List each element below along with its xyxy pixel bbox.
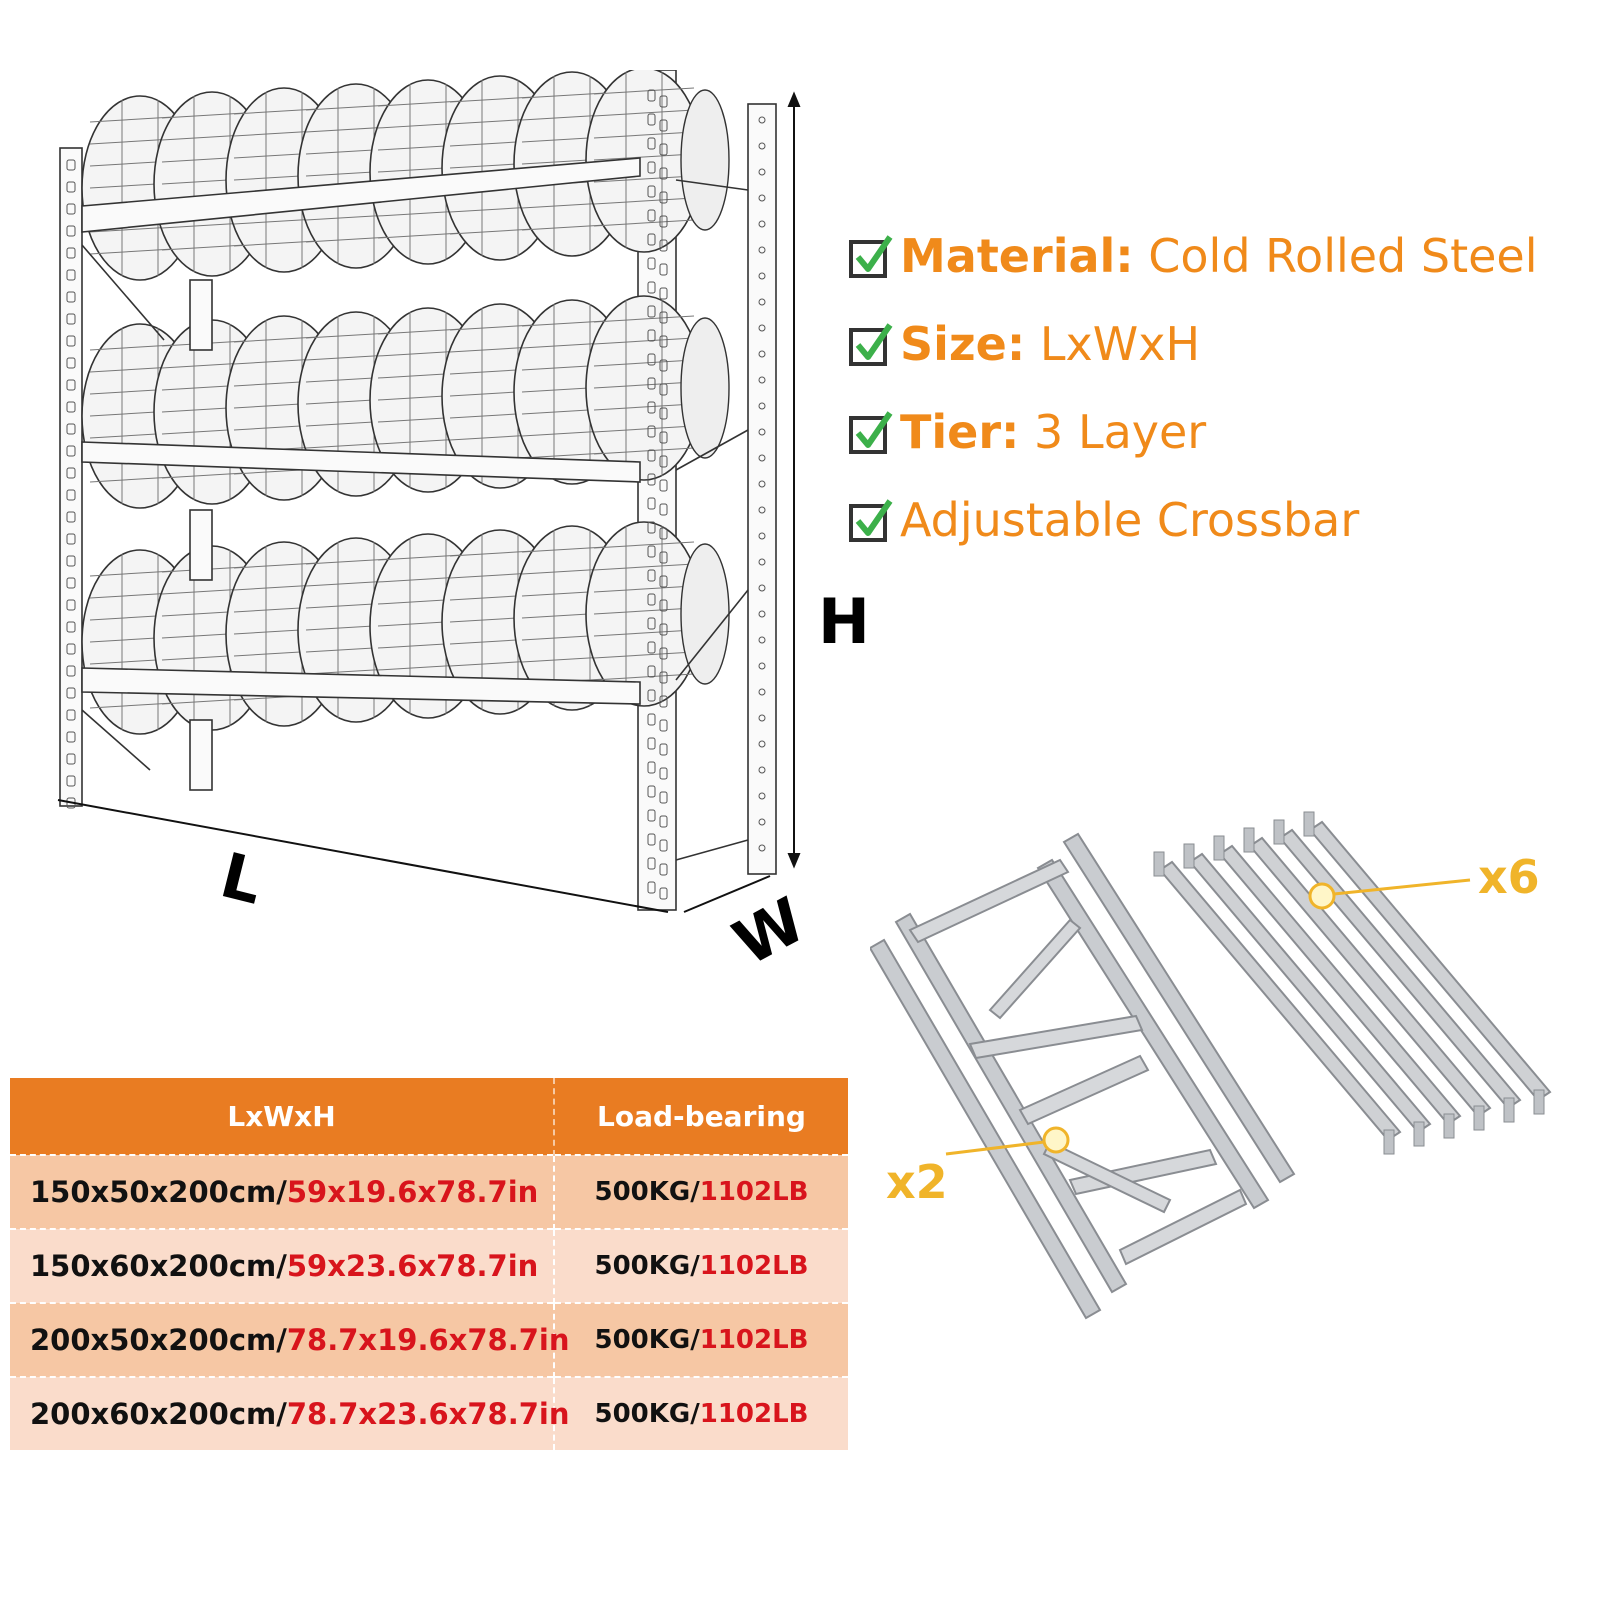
size-in: 59x23.6x78.7in: [286, 1249, 539, 1283]
size-cell: 200x50x200cm/78.7x19.6x78.7in: [10, 1302, 570, 1377]
parts-illustration: [870, 811, 1552, 1320]
crossbar: [1183, 843, 1432, 1147]
rear-post: [747, 103, 777, 875]
load-cell: 500KG/1102LB: [554, 1376, 848, 1450]
crossbar: [1243, 827, 1492, 1131]
feature-value: Cold Rolled Steel: [1133, 229, 1538, 283]
middle-beam: [81, 441, 641, 483]
feature-value: Adjustable Crossbar: [900, 493, 1360, 547]
load-lb: 1102LB: [699, 1251, 809, 1281]
size-cm: 150x60x200cm/: [30, 1249, 287, 1283]
crossbar: [1273, 819, 1522, 1123]
feature-value: 3 Layer: [1019, 405, 1207, 459]
size-cell: 150x50x200cm/59x19.6x78.7in: [10, 1154, 555, 1229]
table-header-row: LxWxH Load-bearing: [10, 1078, 848, 1155]
feature-key: Tier:: [900, 405, 1020, 459]
table-row: 150x50x200cm/59x19.6x78.7in 500KG/1102LB: [10, 1154, 848, 1229]
tire: [585, 295, 703, 481]
tire-side: [680, 317, 730, 459]
load-lb: 1102LB: [699, 1399, 809, 1429]
load-kg: 500KG/: [594, 1325, 700, 1355]
feature-crossbar: Adjustable Crossbar: [848, 476, 1588, 564]
tire-rack-illustration: [57, 70, 801, 913]
size-cell: 150x60x200cm/59x23.6x78.7in: [10, 1228, 555, 1303]
header-load: Load-bearing: [554, 1078, 848, 1155]
size-cm: 200x50x200cm/: [30, 1323, 287, 1357]
load-kg: 500KG/: [594, 1251, 700, 1281]
bottom-beam: [81, 667, 641, 705]
feature-size: Size: LxWxH: [848, 300, 1588, 388]
side-frame: [870, 832, 1296, 1320]
size-cm: 150x50x200cm/: [30, 1175, 287, 1209]
load-lb: 1102LB: [699, 1325, 809, 1355]
feature-key: Size:: [900, 317, 1026, 371]
load-kg: 500KG/: [594, 1177, 700, 1207]
table-row: 200x60x200cm/78.7x23.6x78.7in 500KG/1102…: [10, 1376, 848, 1450]
size-in: 78.7x19.6x78.7in: [286, 1323, 570, 1357]
crossbar: [1213, 835, 1462, 1139]
left-post: [59, 147, 83, 807]
feature-material: Material: Cold Rolled Steel: [848, 212, 1588, 300]
checkbox-check-icon: [849, 499, 893, 542]
size-cm: 200x60x200cm/: [30, 1397, 287, 1431]
size-in: 59x19.6x78.7in: [286, 1175, 539, 1209]
feature-list: Material: Cold Rolled Steel Size: LxWxH …: [848, 212, 1588, 564]
load-kg: 500KG/: [594, 1399, 700, 1429]
crossbar-quantity: x6: [1478, 850, 1540, 904]
checkbox-check-icon: [849, 235, 893, 278]
load-cell: 500KG/1102LB: [554, 1302, 848, 1377]
size-in: 78.7x23.6x78.7in: [286, 1397, 570, 1431]
length-dimension-line: [57, 799, 669, 913]
table-row: 150x60x200cm/59x23.6x78.7in 500KG/1102LB: [10, 1228, 848, 1303]
feature-key: Material:: [900, 229, 1134, 283]
header-size: LxWxH: [10, 1078, 555, 1155]
checkbox-check-icon: [849, 323, 893, 366]
frame-quantity: x2: [886, 1155, 948, 1209]
spec-table: LxWxH Load-bearing 150x50x200cm/59x19.6x…: [10, 1078, 848, 1450]
feature-tier: Tier: 3 Layer: [848, 388, 1588, 476]
height-label: H: [818, 585, 870, 658]
checkbox-check-icon: [849, 411, 893, 454]
load-cell: 500KG/1102LB: [554, 1228, 848, 1303]
feature-value: LxWxH: [1025, 317, 1201, 371]
frame-callout-dot: [1042, 1126, 1070, 1154]
table-row: 200x50x200cm/78.7x19.6x78.7in 500KG/1102…: [10, 1302, 848, 1377]
load-cell: 500KG/1102LB: [554, 1154, 848, 1229]
width-dimension-line: [683, 875, 771, 913]
load-lb: 1102LB: [699, 1177, 809, 1207]
size-cell: 200x60x200cm/78.7x23.6x78.7in: [10, 1376, 570, 1450]
top-beam: [81, 157, 641, 233]
crossbar-callout-dot: [1308, 882, 1336, 910]
tire-side: [680, 543, 730, 685]
tire-side: [680, 89, 730, 231]
crossbar: [1153, 851, 1402, 1155]
